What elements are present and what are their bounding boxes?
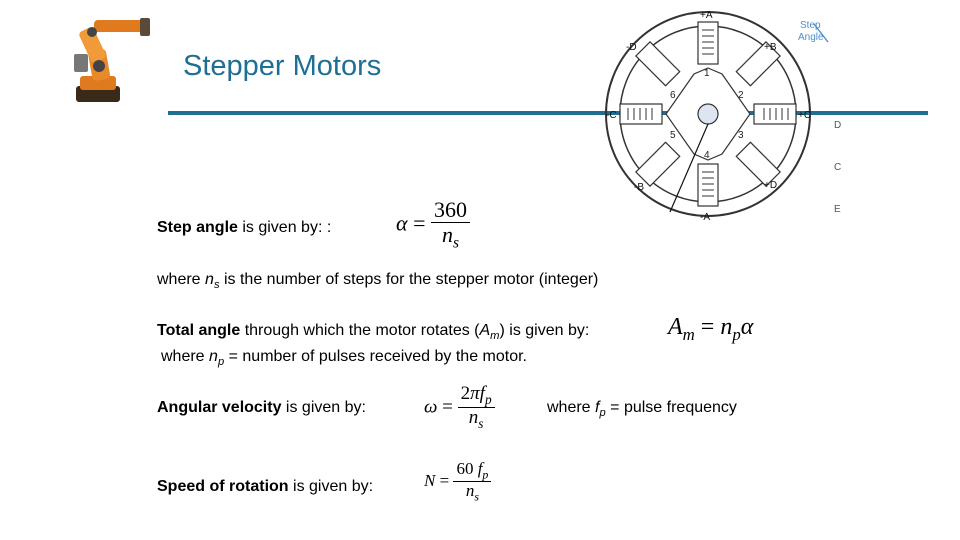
total-angle-formula: Am = npα xyxy=(668,314,754,344)
step-angle-text: Step angle is given by: : xyxy=(157,219,332,236)
speed-text: Speed of rotation is given by: xyxy=(157,478,374,495)
rotor-tooth-label: 3 xyxy=(738,130,744,141)
step-angle-label: Angle xyxy=(798,32,824,43)
pole-label: +C xyxy=(798,110,811,121)
step-angle-label: Step xyxy=(800,20,821,31)
steps-definition: where ns is the number of steps for the … xyxy=(157,271,599,292)
angular-velocity-text: Angular velocity is given by: xyxy=(157,399,366,416)
slide-title: Stepper Motors xyxy=(183,50,382,82)
title-rule xyxy=(168,111,928,115)
side-letter: C xyxy=(834,162,841,173)
pole-label: +A xyxy=(700,10,713,21)
rotor-tooth-label: 1 xyxy=(704,68,710,79)
total-angle-text: Total angle through which the motor rota… xyxy=(157,322,590,343)
speed-formula: N = 60 fp ns xyxy=(424,459,492,504)
robot-arm-image xyxy=(66,14,156,106)
rotor-tooth-label: 2 xyxy=(738,90,744,101)
pole-label: -B xyxy=(634,182,644,193)
stepper-motor-diagram: +A -A +B -B +C -C +D -D 1 2 3 4 5 6 Step… xyxy=(604,6,844,226)
pulses-definition: where np = number of pulses received by … xyxy=(161,348,527,369)
rotor-tooth-label: 6 xyxy=(670,90,676,101)
pole-label: +D xyxy=(764,180,777,191)
pole-label: -A xyxy=(700,212,710,223)
side-letter: E xyxy=(834,204,841,215)
pulse-frequency-definition: where fp = pulse frequency xyxy=(547,399,737,420)
rotor xyxy=(665,67,751,161)
pole-label: -C xyxy=(606,110,617,121)
angular-velocity-formula: ω = 2πfp ns xyxy=(424,383,495,432)
pole-label: -D xyxy=(626,42,637,53)
rotor-tooth-label: 5 xyxy=(670,130,676,141)
rotor-tooth-label: 4 xyxy=(704,150,710,161)
step-angle-formula: α = 360 ns xyxy=(396,197,470,253)
side-letter: D xyxy=(834,120,841,131)
pole-label: +B xyxy=(764,42,777,53)
